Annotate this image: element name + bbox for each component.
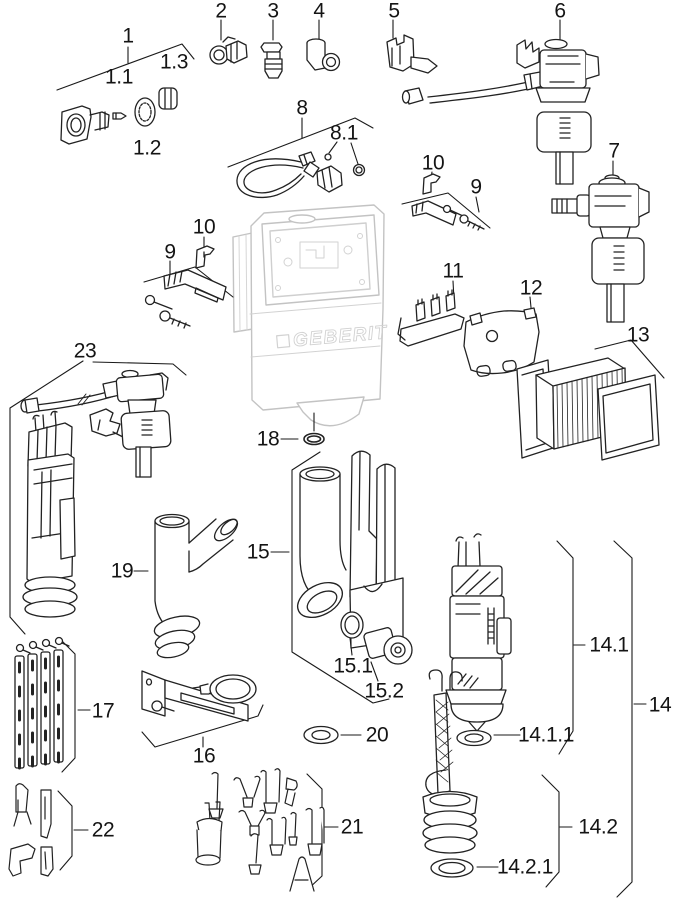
part-label-14: 14: [648, 693, 672, 717]
part-label-10-left: 10: [192, 215, 216, 239]
part-label-12: 12: [519, 276, 543, 300]
part-label-1: 1: [122, 24, 134, 48]
part-15-2-connector-drawing: [363, 627, 413, 665]
part-8-1-oring-large: [352, 163, 366, 177]
part-label-14-1: 14.1: [589, 633, 629, 657]
part-18-oring-drawing: [303, 432, 325, 446]
part-label-4: 4: [313, 0, 325, 23]
part-label-8-1: 8.1: [330, 121, 358, 145]
part-11-bracket-drawing: [397, 289, 465, 347]
part-19-flush-bend-drawing: [153, 513, 239, 659]
part-label-23: 23: [73, 339, 97, 363]
part-10-left-clip-drawing: [195, 245, 215, 269]
part-label-8: 8: [296, 96, 308, 120]
part-label-22: 22: [91, 818, 115, 842]
part-5-mounting-clip-drawing: [386, 34, 438, 74]
part-label-7: 7: [608, 139, 620, 163]
part-label-5: 5: [388, 0, 400, 23]
part-label-9-right: 9: [470, 175, 482, 199]
part-8-1-oring-small: [324, 153, 332, 161]
part-6-fill-valve-drawing: [401, 38, 600, 185]
part-21-lever-kit-drawing: [195, 768, 325, 892]
leader-lines: [9, 19, 665, 898]
part-label-6: 6: [554, 0, 566, 23]
part-16-wall-bracket-drawing: [141, 670, 257, 722]
part-12-protection-plate-drawing: [463, 307, 540, 377]
part-22-lever-set-drawing: [8, 783, 54, 877]
part-14-2-1-seal-drawing: [430, 858, 474, 878]
part-label-10-right: 10: [421, 151, 445, 175]
part-label-9-left: 9: [164, 240, 176, 264]
part-15-flush-pipe-duct-drawing: [297, 450, 413, 665]
part-9-left-bracket-screws-drawing: [144, 269, 227, 329]
part-9-right-bracket-screws-drawing: [411, 200, 485, 231]
part-label-2: 2: [215, 0, 227, 23]
part-label-14-2: 14.2: [578, 815, 618, 839]
part-label-1-2: 1.2: [133, 136, 161, 160]
part-20-washer-drawing: [303, 725, 339, 745]
part-label-15-2: 15.2: [364, 679, 404, 703]
part-label-13: 13: [626, 323, 650, 347]
part-label-14-2-1: 14.2.1: [497, 855, 553, 879]
part-15-1-gasket-drawing: [340, 611, 364, 639]
part-label-14-1-1: 14.1.1: [518, 723, 574, 747]
part-1-actuator-button-drawing: [60, 87, 178, 145]
part-23-valve-set-drawing: [20, 369, 172, 618]
part-label-21: 21: [340, 815, 364, 839]
part-label-20: 20: [365, 723, 389, 747]
part-3-valve-fitting-drawing: [260, 42, 283, 79]
part-label-16: 16: [192, 744, 216, 768]
part-13-protection-box-drawing: [516, 357, 660, 461]
part-8-supply-hose-drawing: [236, 151, 366, 199]
part-14-2-valve-seat-drawing: [422, 669, 478, 878]
cistern-tank-drawing: GEBERIT: [232, 204, 389, 427]
part-2-elbow-fitting-drawing: [209, 36, 248, 65]
part-label-17: 17: [91, 699, 115, 723]
watermark-square: [276, 334, 291, 349]
part-label-15-1: 15.1: [333, 654, 373, 678]
part-label-3: 3: [267, 0, 279, 23]
part-label-18: 18: [256, 427, 280, 451]
part-7-fill-valve-drawing: [551, 174, 650, 323]
part-4-angle-connector-drawing: [306, 38, 341, 72]
part-17-mounting-rails-drawing: [14, 636, 70, 770]
part-label-11: 11: [442, 259, 464, 283]
part-14-1-1-seal-drawing: [456, 729, 492, 747]
part-label-15: 15: [246, 540, 270, 564]
part-label-1-3: 1.3: [160, 50, 188, 74]
part-label-19: 19: [110, 559, 134, 583]
part-10-right-clip-drawing: [422, 173, 441, 195]
part-label-1-1: 1.1: [105, 65, 133, 89]
part-14-1-flush-valve-drawing: [445, 533, 512, 747]
